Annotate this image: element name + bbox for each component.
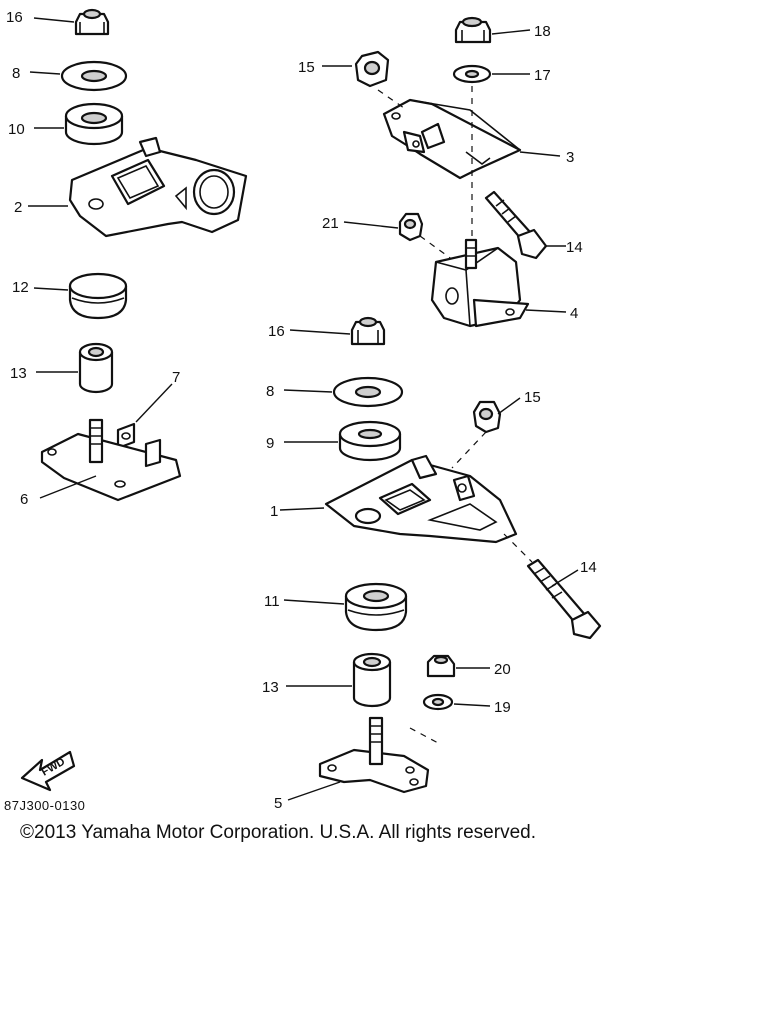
part-13-collar-center[interactable] xyxy=(352,652,392,708)
part-12-grommet[interactable] xyxy=(68,272,128,320)
callout-21: 21 xyxy=(322,215,339,232)
callout-1: 1 xyxy=(270,503,278,520)
callout-17: 17 xyxy=(534,67,551,84)
part-15-grommet-lower[interactable] xyxy=(472,400,502,434)
callout-16-center: 16 xyxy=(268,323,285,340)
callout-16: 16 xyxy=(6,9,23,26)
callout-15-lower: 15 xyxy=(524,389,541,406)
part-7-clip[interactable] xyxy=(116,422,136,450)
callout-18: 18 xyxy=(534,23,551,40)
callout-20: 20 xyxy=(494,661,511,678)
part-14-bolt-upper[interactable] xyxy=(484,190,548,260)
part-14-bolt-lower[interactable] xyxy=(526,558,602,640)
part-6-base-plate[interactable] xyxy=(40,418,182,502)
diagram-code: 87J300-0130 xyxy=(4,798,85,813)
callout-19: 19 xyxy=(494,699,511,716)
callout-12: 12 xyxy=(12,279,29,296)
part-15-grommet-top[interactable] xyxy=(354,50,390,88)
callout-14-lower: 14 xyxy=(580,559,597,576)
part-16-nut-center[interactable] xyxy=(350,316,386,346)
callout-11: 11 xyxy=(264,593,280,610)
callout-9: 9 xyxy=(266,435,274,452)
part-8-washer-center[interactable] xyxy=(332,376,404,408)
part-16-nut-left[interactable] xyxy=(74,8,110,36)
part-13-collar-left[interactable] xyxy=(78,342,114,394)
callout-7: 7 xyxy=(172,369,180,386)
part-9-grommet[interactable] xyxy=(338,420,402,462)
callout-15: 15 xyxy=(298,59,315,76)
part-3-upper-bracket[interactable] xyxy=(382,98,522,180)
callout-13-center: 13 xyxy=(262,679,279,696)
part-17-washer[interactable] xyxy=(452,64,492,84)
callout-2: 2 xyxy=(14,199,22,216)
callout-8: 8 xyxy=(12,65,20,82)
callout-10: 10 xyxy=(8,121,25,138)
part-19-washer[interactable] xyxy=(422,693,454,711)
copyright-notice: ©2013 Yamaha Motor Corporation. U.S.A. A… xyxy=(20,822,536,843)
fwd-arrow-icon: FWD xyxy=(20,750,76,792)
callout-8-center: 8 xyxy=(266,383,274,400)
part-8-washer-left[interactable] xyxy=(60,60,128,92)
part-20-nut[interactable] xyxy=(426,654,456,678)
callout-4: 4 xyxy=(570,305,578,322)
callout-3: 3 xyxy=(566,149,574,166)
part-10-grommet[interactable] xyxy=(64,102,124,146)
part-18-nut[interactable] xyxy=(454,16,492,44)
part-11-grommet[interactable] xyxy=(344,582,408,632)
part-21-grommet[interactable] xyxy=(398,212,424,242)
part-5-lower-plate[interactable] xyxy=(318,716,430,794)
part-1-lower-bracket[interactable] xyxy=(324,454,518,544)
part-2-bracket[interactable] xyxy=(68,136,248,238)
callout-6: 6 xyxy=(20,491,28,508)
callout-5: 5 xyxy=(274,795,282,812)
callout-14: 14 xyxy=(566,239,583,256)
part-4-engine-mount[interactable] xyxy=(430,238,530,328)
callout-13: 13 xyxy=(10,365,27,382)
